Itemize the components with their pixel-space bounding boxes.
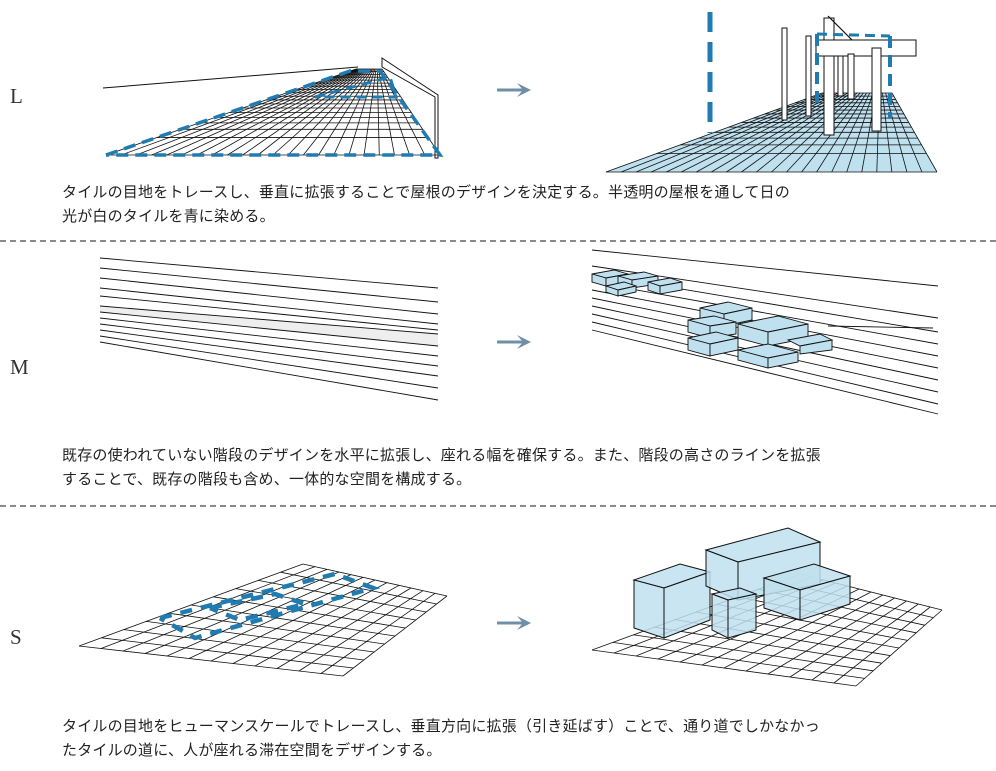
diagram-m-before bbox=[99, 257, 439, 401]
section-label-s: S bbox=[10, 625, 22, 649]
caption-l: タイルの目地をトレースし、垂直に拡張することで屋根のデザインを決定する。半透明の… bbox=[62, 180, 987, 228]
diagram-m-after bbox=[591, 249, 939, 415]
arrow-icon bbox=[497, 335, 531, 349]
caption-l-line1: タイルの目地をトレースし、垂直に拡張することで屋根のデザインを決定する。半透明の… bbox=[62, 183, 790, 201]
diagram-s-after bbox=[591, 527, 943, 687]
section-separator bbox=[0, 240, 996, 242]
caption-s-line1: タイルの目地をヒューマンスケールでトレースし、垂直方向に拡張（引き延ばす）ことで… bbox=[62, 717, 820, 735]
diagram-s-before bbox=[78, 563, 448, 677]
caption-m-line1: 既存の使われていない階段のデザインを水平に拡張し、座れる幅を確保する。また、階段… bbox=[62, 446, 821, 464]
caption-s: タイルの目地をヒューマンスケールでトレースし、垂直方向に拡張（引き延ばす）ことで… bbox=[62, 714, 987, 762]
caption-s-line2: たタイルの道に、人が座れる滞在空間をデザインする。 bbox=[62, 741, 442, 759]
diagram-l-after bbox=[605, 12, 938, 173]
diagram-l-before bbox=[102, 57, 444, 159]
arrow-icon bbox=[497, 83, 531, 97]
arrow-icon bbox=[497, 616, 531, 630]
section-label-m: M bbox=[10, 355, 29, 379]
caption-m-line2: することで、既存の階段も含め、一体的な空間を構成する。 bbox=[62, 470, 472, 488]
section-label-l: L bbox=[10, 84, 23, 108]
caption-l-line2: 光が白のタイルを青に染める。 bbox=[62, 207, 275, 225]
section-separator bbox=[0, 505, 996, 507]
caption-m: 既存の使われていない階段のデザインを水平に拡張し、座れる幅を確保する。また、階段… bbox=[62, 443, 987, 491]
